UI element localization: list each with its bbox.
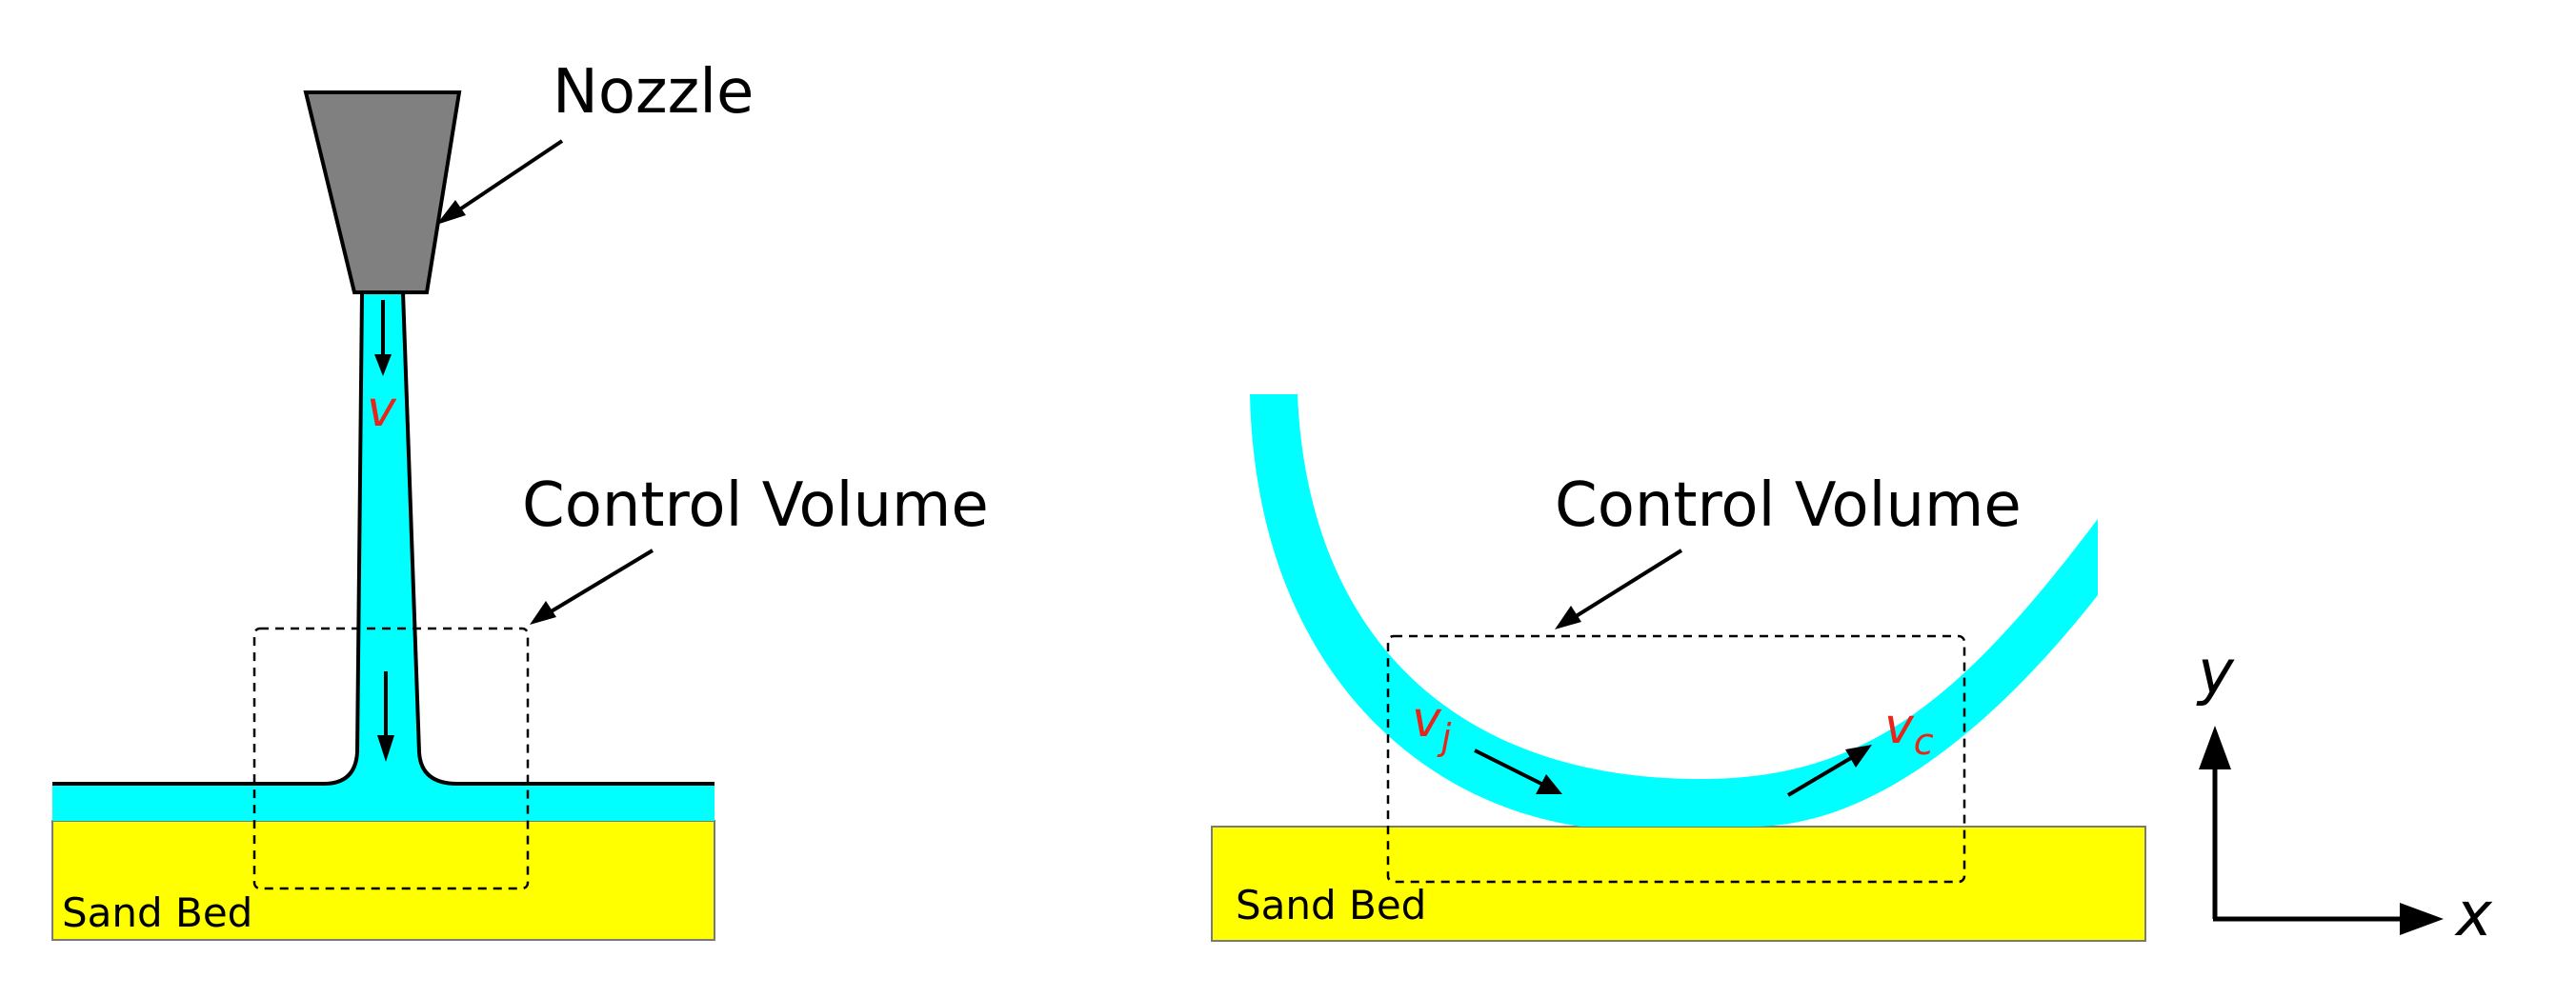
- right-jet-velocity-arrow: [1474, 748, 1546, 788]
- left-control-volume: [252, 627, 530, 890]
- left-sand-bed-label: Sand Bed: [62, 889, 252, 936]
- left-control-volume-pointer-arrowhead: [530, 601, 556, 625]
- left-panel: Sand Bed Nozzle v Control Volume: [51, 57, 989, 941]
- right-control-volume-pointer-arrowhead: [1555, 606, 1581, 629]
- left-control-volume-label: Control Volume: [522, 470, 989, 541]
- jet-velocity-arrowhead-bottom: [377, 735, 394, 762]
- left-water-jet: [324, 292, 457, 784]
- left-water-film: [52, 784, 714, 821]
- x-axis-arrowhead: [2400, 903, 2444, 935]
- right-control-volume: [1386, 634, 1966, 884]
- y-axis-arrowhead: [2199, 726, 2231, 769]
- right-control-volume-pointer: [1568, 549, 1683, 622]
- nozzle-pointer-arrow: [448, 139, 564, 218]
- right-jet-velocity-arrowhead: [1536, 774, 1562, 794]
- jet-velocity-arrowhead-top: [374, 354, 392, 376]
- left-control-volume-pointer: [543, 549, 654, 617]
- y-axis-label: y: [2196, 638, 2235, 709]
- curve-velocity-arrow: [1786, 753, 1858, 797]
- right-curved-jet: [1250, 394, 2098, 827]
- right-panel: Sand Bed Control Volume vj vc: [1211, 394, 2146, 942]
- nozzle-pointer-arrowhead: [436, 200, 466, 225]
- left-jet-outline: [52, 291, 714, 786]
- coordinate-axes: y x: [2196, 638, 2493, 950]
- curve-velocity-arrowhead: [1845, 745, 1872, 768]
- right-jet-velocity-label: vj: [1412, 691, 1452, 758]
- right-control-volume-label: Control Volume: [1555, 470, 2022, 541]
- x-axis-label: x: [2454, 880, 2493, 950]
- nozzle-label: Nozzle: [553, 57, 754, 128]
- curve-velocity-label: vc: [1884, 698, 1934, 763]
- nozzle: [303, 90, 462, 294]
- jet-velocity-label: v: [367, 381, 397, 438]
- left-sand-bed: [51, 820, 715, 941]
- right-sand-bed: [1211, 826, 2146, 942]
- right-sand-bed-label: Sand Bed: [1236, 882, 1426, 928]
